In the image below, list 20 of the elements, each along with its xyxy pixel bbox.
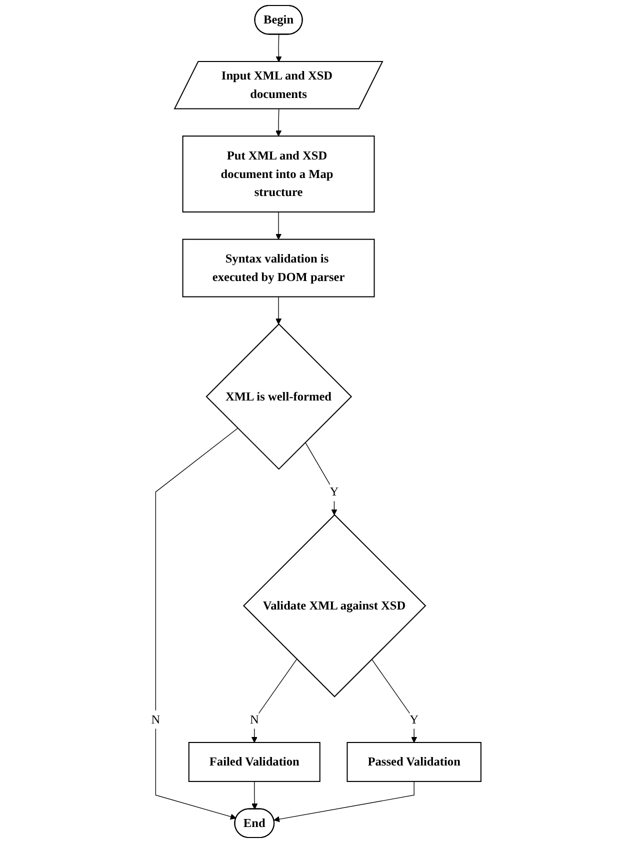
node-box: Failed Validation [188,742,321,782]
arrow [156,428,238,820]
edge-label: Y [330,484,340,498]
node-box: Put XML and XSD document into a Map structure [182,136,376,212]
node-box: Passed Validation [347,742,482,782]
node-diamond: XML is well-formed [206,323,352,470]
arrow [252,781,258,810]
node-box: Syntax validation is executed by DOM parser [182,238,376,298]
node-diamond: Validate XML against XSD [243,514,427,698]
edge-label: N [152,712,161,726]
arrow [276,212,282,240]
arrow [252,658,298,743]
arrow [274,781,415,822]
arrow [276,296,282,324]
arrow [305,442,338,516]
edge-label: N [250,712,260,726]
arrow [372,658,418,743]
arrow [276,34,282,62]
edge-label: Y [410,712,419,726]
arrow [276,108,282,136]
